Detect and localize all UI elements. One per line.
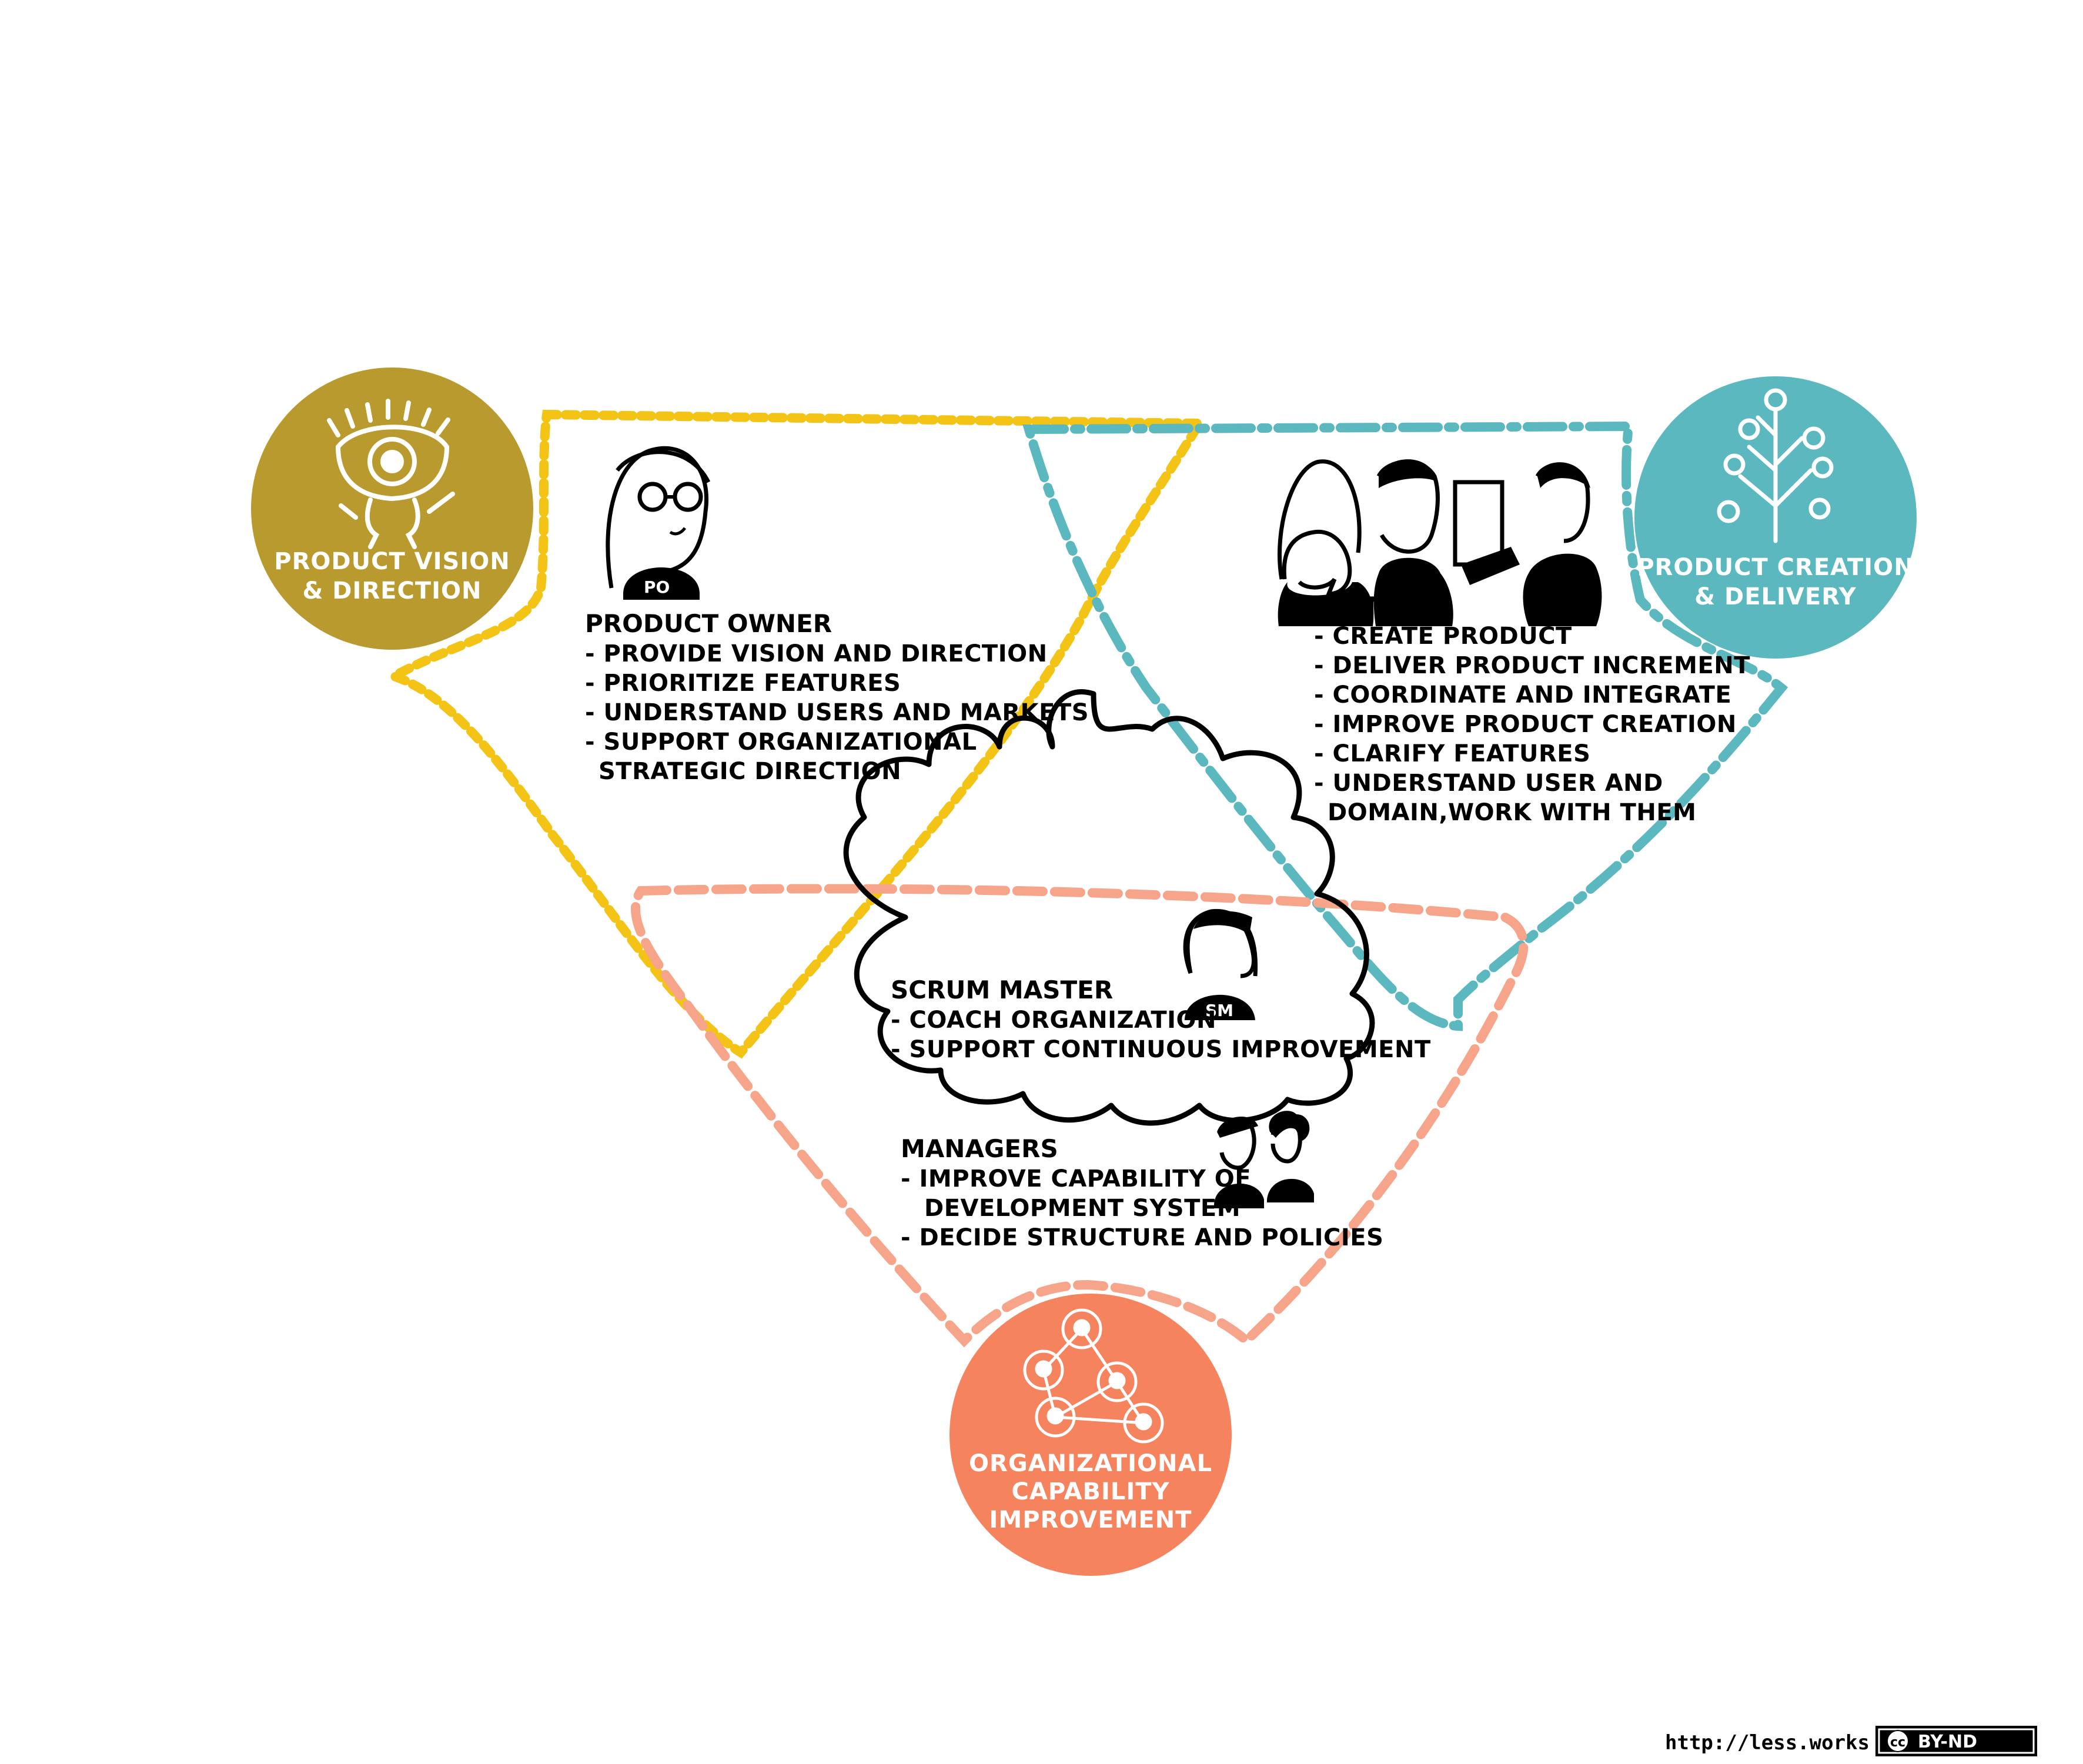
scrum-master-line-1: - COACH ORGANIZATION xyxy=(891,1007,1216,1034)
vision-area-outline xyxy=(382,409,1208,1059)
creative-commons-icon xyxy=(1887,1730,1909,1752)
teams-line-6: - UNDERSTAND USER AND xyxy=(1314,770,1663,797)
po-badge: PO xyxy=(644,577,670,597)
scrum-master-title: SCRUM MASTER xyxy=(891,975,1113,1004)
managers-line-1: - IMPROVE CAPABILITY OF xyxy=(901,1165,1251,1192)
laptop-icon xyxy=(1453,480,1520,585)
managers-line-3: - DECIDE STRUCTURE AND POLICIES xyxy=(901,1224,1383,1251)
license-badge: cc BY-ND xyxy=(1875,1726,2037,1756)
capability-label-line3: IMPROVEMENT xyxy=(989,1506,1192,1534)
managers-line-2: DEVELOPMENT SYSTEM xyxy=(924,1195,1241,1222)
creation-circle: PRODUCT CREATION & DELIVERY xyxy=(1634,376,1917,659)
product-owner-line-3: - UNDERSTAND USERS AND MARKETS xyxy=(585,699,1089,726)
capability-circle: ORGANIZATIONAL CAPABILITY IMPROVEMENT xyxy=(949,1294,1232,1576)
vision-label-line2: & DIRECTION xyxy=(302,577,482,604)
teams-line-2: - DELIVER PRODUCT INCREMENT xyxy=(1314,652,1750,679)
license-type: BY-ND xyxy=(1918,1732,1977,1752)
product-owner-title: PRODUCT OWNER xyxy=(585,609,832,638)
apple-tree-icon xyxy=(1717,388,1834,543)
teams-line-4: - IMPROVE PRODUCT CREATION xyxy=(1314,711,1737,738)
capability-area-outline xyxy=(631,884,1529,1348)
teams-line-7: DOMAIN,WORK WITH THEM xyxy=(1328,799,1696,826)
managers-title: MANAGERS xyxy=(901,1134,1058,1163)
managers-avatars xyxy=(1214,1111,1314,1208)
connected-people-network-icon xyxy=(1023,1308,1164,1444)
scrum-master-line-2: - SUPPORT CONTINUOUS IMPROVEMENT xyxy=(891,1036,1431,1063)
eye-figure-icon xyxy=(327,399,455,549)
creation-area-outline xyxy=(1022,421,1788,1031)
teams-line-3: - COORDINATE AND INTEGRATE xyxy=(1314,681,1731,709)
teams-avatars xyxy=(1278,459,1602,626)
product-owner-avatar: PO xyxy=(606,446,711,600)
product-owner-line-4: - SUPPORT ORGANIZATIONAL xyxy=(585,729,977,756)
product-owner-line-2: - PRIORITIZE FEATURES xyxy=(585,670,901,697)
product-owner-line-1: - PROVIDE VISION AND DIRECTION xyxy=(585,640,1048,667)
sm-badge: SM xyxy=(1205,1001,1233,1020)
creation-label-line2: & DELIVERY xyxy=(1694,583,1857,610)
team-member-1-icon xyxy=(1282,529,1352,596)
creation-label-line1: PRODUCT CREATION xyxy=(1637,554,1914,581)
scrum-master-cloud xyxy=(843,689,1375,1126)
vision-circle: PRODUCT VISION & DIRECTION xyxy=(251,368,533,650)
capability-label-line2: CAPABILITY xyxy=(1012,1478,1170,1505)
capability-label-line1: ORGANIZATIONAL xyxy=(969,1450,1212,1477)
footer-url: http://less.works xyxy=(1665,1731,1870,1755)
scrum-master-avatar: SM xyxy=(1183,908,1258,1020)
teams-line-5: - CLARIFY FEATURES xyxy=(1314,740,1590,767)
license-cc-text: cc xyxy=(1890,1735,1905,1750)
teams-line-1: - CREATE PRODUCT xyxy=(1314,623,1572,650)
product-owner-line-5: STRATEGIC DIRECTION xyxy=(599,758,901,785)
vision-label-line1: PRODUCT VISION xyxy=(274,548,510,575)
teams-title: TEAMS xyxy=(1314,592,1409,620)
